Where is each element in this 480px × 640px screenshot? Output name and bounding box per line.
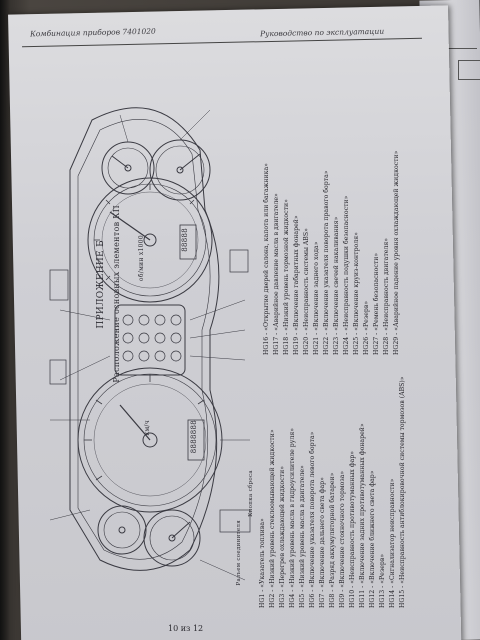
fuel-gauge-bottom (143, 509, 201, 567)
legend-left: HG1 - «Указатель топлива»HG2 - «Низкий у… (258, 368, 408, 608)
voltmeter-gauge (97, 505, 147, 555)
legend-item: HG3 - «Перегрев охлаждающей жидкости» (279, 465, 286, 608)
legend-item: HG18 - «Низкий уровень тормозной жидкост… (283, 199, 290, 355)
tacho-label: об/мин х1000 (138, 235, 145, 282)
legend-item: HG1 - «Указатель топлива» (259, 518, 266, 608)
legend-item: HG21 - «Включение заднего хода» (313, 241, 320, 355)
instrument-cluster-drawing (30, 90, 280, 590)
legend-right: HG16 - «Открытие дверей салона, капота и… (262, 95, 402, 355)
legend-item: HG9 - «Включение стояночного тормоза» (339, 470, 346, 608)
legend-item: HG13 - «Резерв» (379, 553, 386, 608)
legend-item: HG27 - «Ремень безопасности» (373, 252, 380, 355)
tachometer (87, 177, 213, 303)
legend-item: HG2 - «Низкий уровень стеклоомывающей жи… (269, 429, 276, 608)
legend-item: HG12 - «Включение ближнего света фар» (369, 470, 376, 608)
legend-item: HG11 - «Включение задних противотуманных… (359, 423, 366, 608)
speedo-label: км/ч (144, 420, 151, 436)
legend-item: HG7 - «Включение дальнего света фар» (319, 477, 326, 608)
page-number: 10 из 12 (168, 624, 204, 633)
legend-item: HG23 - «Включение свечей накаливания» (333, 216, 340, 355)
legend-item: HG6 - «Включение указателя поворота лево… (309, 431, 316, 608)
legend-item: HG22 - «Включение указателя поворота пра… (323, 170, 330, 355)
back-sheet-box (458, 60, 480, 80)
legend-item: HG10 - «Неисправность противотуманных фа… (349, 450, 356, 608)
legend-item: HG14 - «Сигнализатор неисправности» (389, 478, 396, 608)
legend-item: HG17 - «Аварийное давление масла в двига… (273, 193, 280, 355)
back-sheet-rule (437, 48, 477, 49)
legend-item: HG28 - «Неисправность двигателя» (383, 237, 390, 355)
legend-item: HG25 - «Включение круиз-контроля» (353, 232, 360, 355)
legend-item: HG19 - «Включение габаритных фонарей» (293, 215, 300, 355)
legend-item: HG29 - «Аварийное падение уровня охлажда… (393, 150, 400, 355)
legend-item: HG16 - «Открытие дверей салона, капота и… (263, 163, 270, 355)
connector-label: Разъем соединителя (236, 520, 242, 586)
legend-item: HG26 - «Резерв» (363, 300, 370, 355)
legend-item: HG4 - «Низкий уровень масла в гидроусили… (289, 427, 296, 608)
odometer-display: 88888 (181, 228, 189, 252)
left-shadow (0, 0, 10, 640)
legend-item: HG15 - «Неисправность антиблокировочной … (399, 376, 406, 608)
legend-item: HG8 - «Разряд аккумуляторной батареи» (329, 472, 336, 608)
reset-label: Кнопка сброса (248, 470, 254, 517)
legend-item: HG5 - «Низкий уровень масла в двигателе» (299, 465, 306, 608)
legend-item: HG20 - «Неисправность системы ABS» (303, 228, 310, 355)
cluster-svg (49, 107, 251, 581)
trip-display: 8888888 (190, 420, 198, 454)
legend-item: HG24 - «Неисправность подушки безопаснос… (343, 195, 350, 355)
